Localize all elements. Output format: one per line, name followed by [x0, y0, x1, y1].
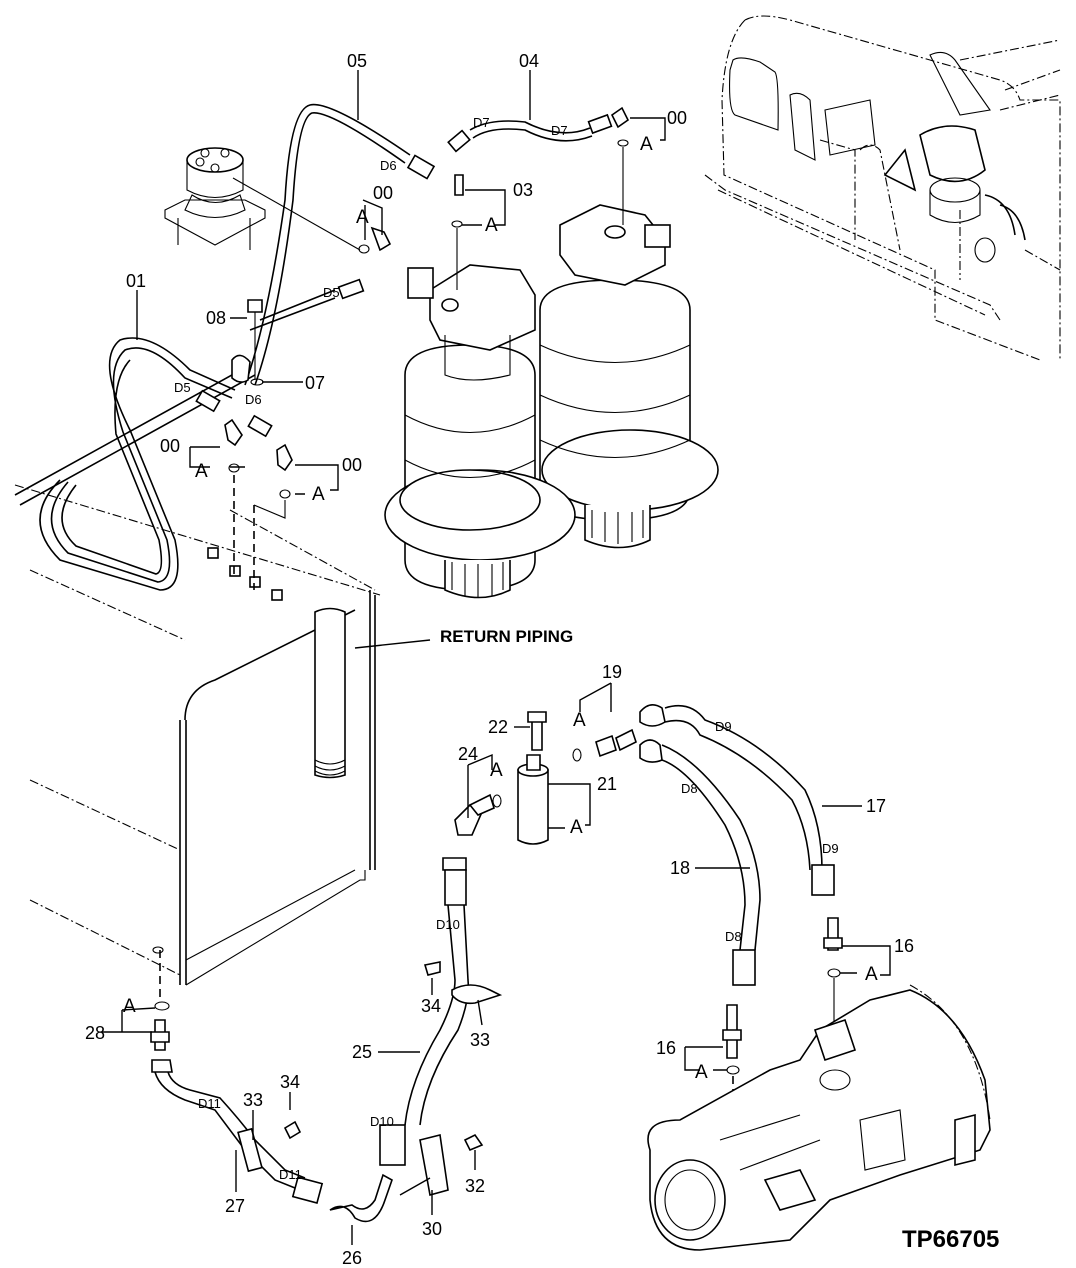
leader-lines — [102, 70, 891, 1245]
hose-25 — [379, 857, 503, 1166]
hose-17 — [639, 704, 835, 896]
callout-19: 19 — [602, 662, 622, 682]
hose-end-label: D8 — [681, 781, 698, 796]
callout-00: 00 — [342, 455, 362, 475]
seal-marker: A — [570, 817, 583, 838]
figure-code: TP66705 — [902, 1226, 999, 1253]
excavator-location-inset — [704, 15, 1061, 361]
callout-16: 16 — [894, 936, 914, 956]
callout-33: 33 — [470, 1030, 490, 1050]
callout-01: 01 — [126, 271, 146, 291]
callout-32: 32 — [465, 1176, 485, 1196]
callout-08: 08 — [206, 308, 226, 328]
seal-marker: A — [865, 964, 878, 985]
callout-00: 00 — [373, 183, 393, 203]
seal-marker: A — [640, 134, 653, 155]
callout-33: 33 — [243, 1090, 263, 1110]
hose-end-label: D10 — [370, 1114, 394, 1129]
seal-marker: A — [490, 760, 503, 781]
seal-marker: A — [312, 484, 325, 505]
callout-27: 27 — [225, 1196, 245, 1216]
hose-end-label: D11 — [279, 1167, 302, 1182]
hose-04 — [447, 106, 630, 153]
callout-34: 34 — [421, 996, 441, 1016]
seal-marker: A — [356, 207, 369, 228]
hose-27 — [150, 950, 484, 1223]
callout-17: 17 — [866, 796, 886, 816]
main-pump — [647, 984, 991, 1251]
part-callouts: 05 04 00 00 03 01 08 07 00 00 19 22 24 2… — [85, 51, 914, 1268]
hose-end-label: D11 — [198, 1096, 221, 1111]
hose-end-label: D5 — [323, 285, 340, 300]
seal-marker: A — [485, 215, 498, 236]
callout-03: 03 — [513, 180, 533, 200]
hose-18 — [639, 739, 761, 986]
callout-04: 04 — [519, 51, 539, 71]
return-piping-annotation: RETURN PIPING — [440, 627, 573, 646]
hose-end-label: D10 — [436, 917, 460, 932]
hydraulic-tank — [14, 484, 381, 986]
hose-end-label: D6 — [245, 392, 262, 407]
callout-05: 05 — [347, 51, 367, 71]
hose-end-label: D7 — [551, 123, 568, 138]
callout-21: 21 — [597, 774, 617, 794]
hose-end-label: D9 — [822, 841, 839, 856]
seal-marker: A — [195, 461, 208, 482]
callout-00: 00 — [160, 436, 180, 456]
seal-marker: A — [695, 1062, 708, 1083]
callout-30: 30 — [422, 1219, 442, 1239]
callout-18: 18 — [670, 858, 690, 878]
hose-fittings-upper — [195, 139, 629, 590]
callout-26: 26 — [342, 1248, 362, 1268]
callout-16: 16 — [656, 1038, 676, 1058]
seal-marker: A — [123, 996, 136, 1017]
hose-05 — [244, 103, 436, 386]
hose-end-label: D7 — [473, 115, 490, 130]
seal-markers: A A A A A A A A A A A A — [123, 134, 878, 1083]
hose-end-labels: D6 D7 D7 D5 D5 D6 D9 D9 D8 D8 D10 D10 D1… — [174, 115, 839, 1182]
seal-marker: A — [573, 710, 586, 731]
hose-end-label: D8 — [725, 929, 742, 944]
callout-25: 25 — [352, 1042, 372, 1062]
callout-22: 22 — [488, 717, 508, 737]
hose-end-label: D9 — [715, 719, 732, 734]
return-filter — [454, 711, 637, 845]
callout-24: 24 — [458, 744, 478, 764]
callout-34: 34 — [280, 1072, 300, 1092]
center-joint-sketch — [164, 147, 361, 251]
callout-07: 07 — [305, 373, 325, 393]
callout-00: 00 — [667, 108, 687, 128]
hose-01 — [14, 337, 256, 591]
swing-motors — [384, 204, 719, 599]
hose-end-label: D5 — [174, 380, 191, 395]
callout-28: 28 — [85, 1023, 105, 1043]
hose-end-label: D6 — [380, 158, 397, 173]
